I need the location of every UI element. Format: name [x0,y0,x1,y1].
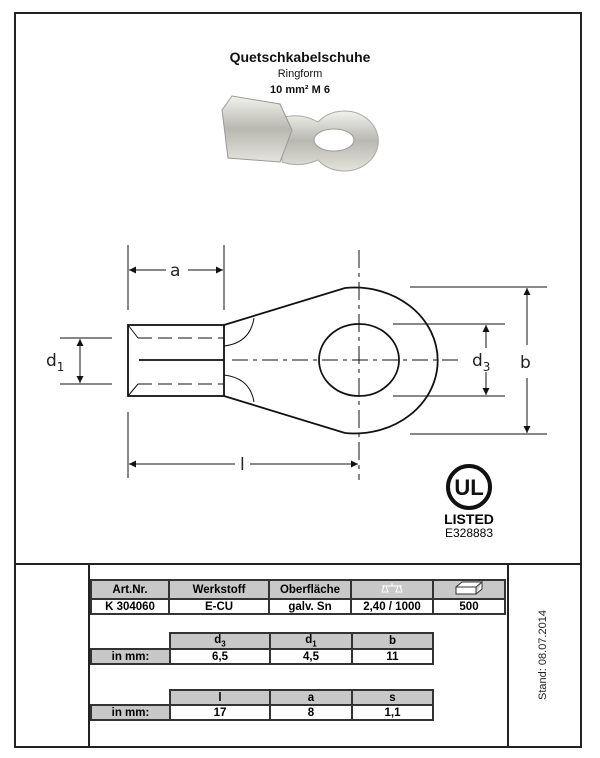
ul-listed-logo: UL LISTED E328883 [437,462,501,540]
header-l: l [169,689,271,706]
header-art-nr: Art.Nr. [90,579,170,600]
header-package [432,579,506,600]
cell-werkstoff: E-CU [168,598,270,615]
header-a: a [269,689,353,706]
ul-logo-icon: UL [446,464,492,510]
cell-oberflaeche: galv. Sn [268,598,352,615]
divider [507,563,509,746]
package-box-icon [455,581,484,595]
cell-s: 1,1 [351,704,434,721]
dimensions-table-1: d3 d1 b in mm: 6,5 4,5 11 [90,631,434,666]
dim-label-d3: d3 [472,351,490,374]
header-oberflaeche: Oberfläche [268,579,352,600]
cell-b: 11 [351,648,434,666]
dim-label-b: b [520,353,531,373]
product-spec: 10 mm² M 6 [270,84,330,96]
product-photo [221,95,379,172]
dim-label-d1: d1 [46,351,64,374]
cell-a: 8 [269,704,353,721]
cell-l: 17 [169,704,271,721]
page-frame [14,12,582,748]
row-label: in mm: [90,648,171,666]
svg-text:UL: UL [454,475,483,500]
product-table: Art.Nr. Werkstoff Oberfläche K 304060 E-… [90,579,506,615]
technical-drawing: a l d1 d3 b [46,95,547,480]
dim-label-l: l [240,455,245,475]
header-s: s [351,689,434,706]
cell-package: 500 [432,598,506,615]
divider [14,563,580,565]
cell-d1: 4,5 [269,648,353,666]
page-title: Quetschkabelschuhe [229,49,371,65]
divider [88,563,90,746]
weight-scale-icon [381,583,403,593]
row-label: in mm: [90,704,171,721]
cell-weight: 2,40 / 1000 [350,598,434,615]
date-stamp: Stand: 08.07.2014 [537,610,549,700]
page-subtitle: Ringform [277,68,323,80]
dim-label-a: a [170,261,180,281]
ul-listed-text: LISTED [444,511,494,527]
cell-d3: 6,5 [169,648,271,666]
header-b: b [351,631,434,651]
header-werkstoff: Werkstoff [168,579,270,600]
dimensions-table-2: l a s in mm: 17 8 1,1 [90,689,434,721]
header-d3: d3 [169,631,271,651]
header-d1: d1 [269,631,353,651]
header-weight [350,579,434,600]
cell-art-nr: K 304060 [90,598,170,615]
ul-file-number: E328883 [444,526,494,540]
